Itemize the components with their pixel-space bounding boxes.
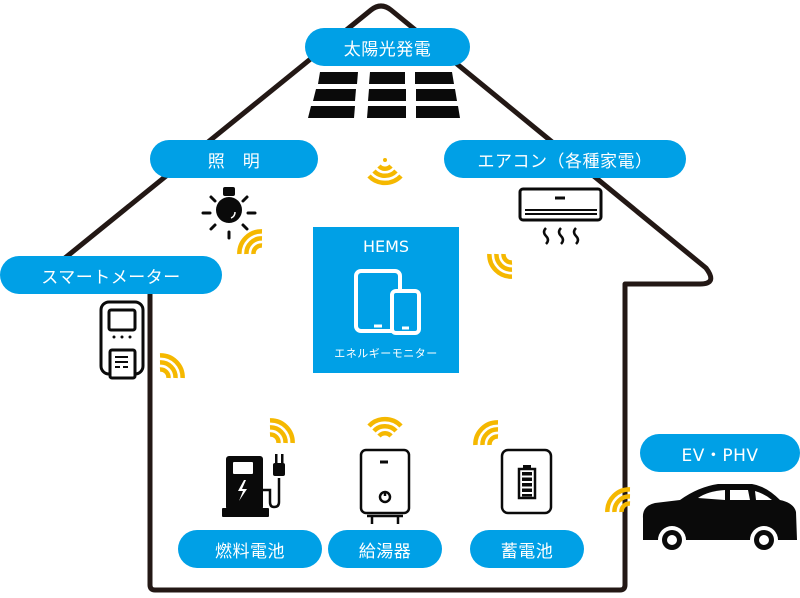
wifi-signal-icon <box>473 420 499 446</box>
wifi-signal-icon <box>159 353 185 379</box>
smart-meter-label: スマートメーター <box>0 256 222 294</box>
water-heater-label: 給湯器 <box>328 530 442 568</box>
charging-station-icon <box>222 454 285 517</box>
wifi-signal-icon <box>605 487 631 513</box>
ev-label: EV・PHV <box>640 434 800 472</box>
air-conditioner-icon <box>518 187 603 245</box>
water-heater-icon <box>359 448 411 524</box>
solar-label: 太陽光発電 <box>305 28 470 66</box>
light-bulb-icon <box>201 187 257 240</box>
house-outline <box>58 3 714 593</box>
wifi-signal-icon <box>367 158 403 186</box>
wifi-signal-icon <box>237 229 263 255</box>
battery-icon <box>500 448 553 515</box>
lighting-label: 照 明 <box>150 140 318 178</box>
solar-panel-icon <box>308 72 460 118</box>
aircon-label: エアコン（各種家電） <box>444 140 686 178</box>
hems-monitor-box: HEMS エネルギーモニター <box>313 227 459 373</box>
hems-title: HEMS <box>362 237 410 256</box>
smart-meter-icon <box>99 300 145 380</box>
wifi-signal-icon <box>367 416 403 438</box>
tablet-smartphone-icon <box>354 269 421 335</box>
wifi-signal-icon <box>487 253 513 279</box>
fuel-cell-label: 燃料電池 <box>178 530 322 568</box>
storage-battery-label: 蓄電池 <box>470 530 584 568</box>
hems-subtitle: エネルギーモニター <box>334 347 438 360</box>
car-icon <box>642 484 797 554</box>
wifi-signal-icon <box>269 418 295 444</box>
